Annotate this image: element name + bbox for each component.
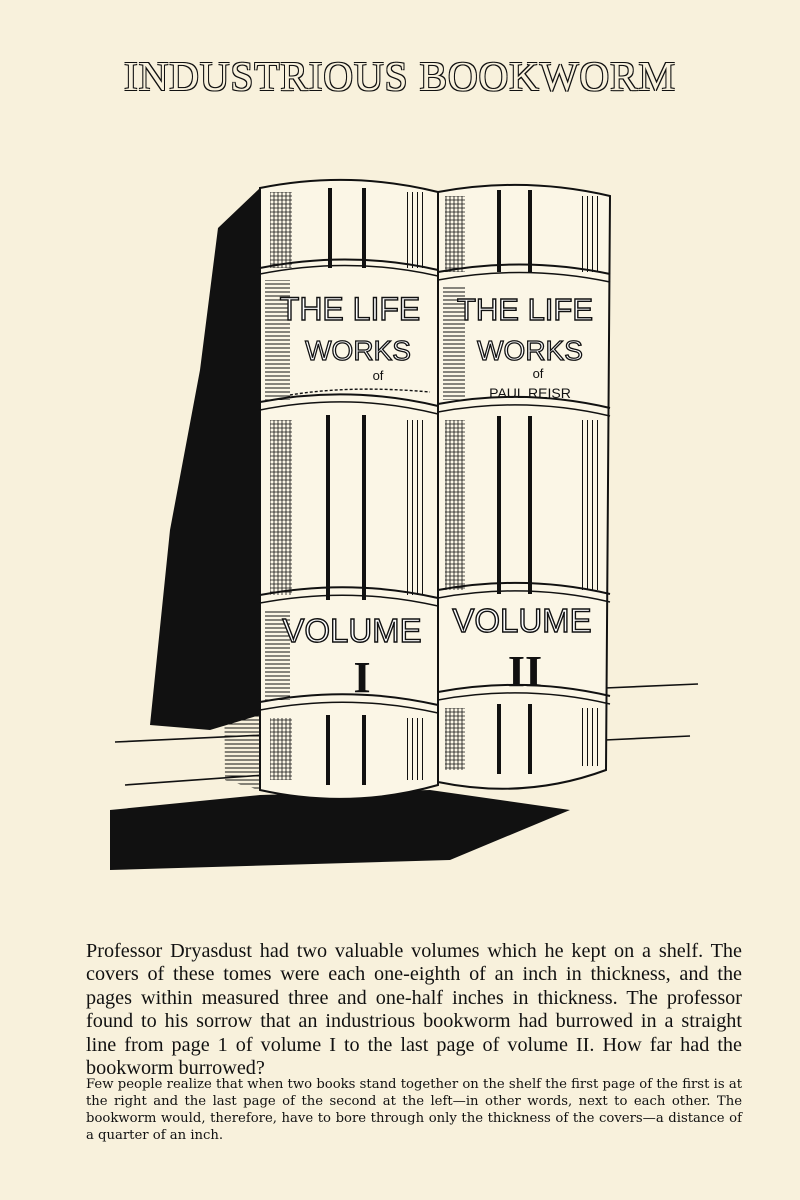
book1-volume-word: VOLUME [282, 612, 421, 649]
book-shadow [110, 188, 570, 870]
book1-label-line3: of [373, 368, 384, 383]
page-title: INDUSTRIOUS BOOKWORM [0, 52, 800, 100]
puzzle-text: Professor Dryasdust had two valuable vol… [86, 940, 742, 1080]
book2-volume-numeral: II [508, 647, 542, 696]
book2-label-line1: THE LIFE [457, 292, 593, 327]
book1-label-line2: WORKS [305, 335, 411, 366]
book1-label-line1: THE LIFE [280, 291, 420, 327]
book1-volume-numeral: I [353, 653, 370, 702]
book2-volume-word: VOLUME [452, 602, 591, 639]
page-title-text: INDUSTRIOUS BOOKWORM [124, 53, 676, 99]
two-books-illustration: THE LIFE WORKS of VOLUME I THE LIFE [110, 178, 699, 870]
answer-text: Few people realize that when two books s… [86, 1077, 742, 1143]
book-volume-one: THE LIFE WORKS of VOLUME I [259, 178, 439, 800]
book2-label-line3: of [533, 366, 544, 381]
book2-label-line2: WORKS [477, 335, 583, 366]
book-volume-two: THE LIFE WORKS of PAUL REISR VOLUME II [437, 183, 612, 790]
